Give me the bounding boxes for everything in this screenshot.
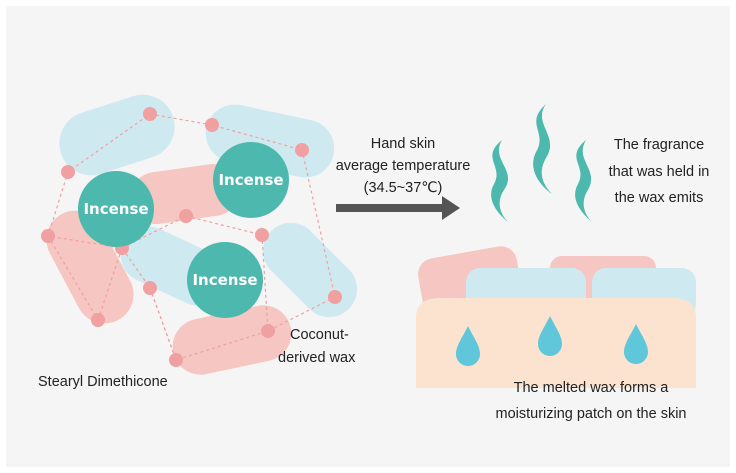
- fragrance-label-line1: The fragrance: [613, 137, 705, 153]
- water-drops: [456, 316, 648, 366]
- incense-molecules: Incense Incense Incense: [78, 142, 289, 318]
- stearyl-dimethicone-label: Stearyl Dimethicone: [38, 374, 168, 390]
- incense-circle: [213, 142, 289, 218]
- bond-node: [61, 165, 75, 179]
- water-drop-icon: [456, 326, 480, 366]
- temp-label-line3: (34.5~37℃): [363, 180, 443, 196]
- temp-label-line2: average temperature: [335, 158, 471, 174]
- coconut-wax-label-line2: derived wax: [278, 350, 356, 366]
- fragrance-label-line3: the wax emits: [614, 190, 704, 206]
- bond-line: [47, 235, 99, 321]
- bond-node: [255, 228, 269, 242]
- coconut-wax-label-line1: Coconut-: [290, 327, 349, 343]
- wax-on-skin: [416, 246, 696, 388]
- bond-node: [328, 290, 342, 304]
- bond-line: [261, 234, 269, 332]
- incense-circle: [78, 171, 154, 247]
- bond-node: [143, 281, 157, 295]
- bond-line: [149, 287, 177, 361]
- wax-capsule-pink: [172, 305, 292, 375]
- incense-label: Incense: [192, 271, 257, 289]
- incense-label: Incense: [218, 171, 283, 189]
- wax-capsule-pink: [130, 163, 240, 225]
- incense-label: Incense: [83, 200, 148, 218]
- bond-line: [97, 247, 123, 321]
- molecular-bonds: [47, 113, 336, 361]
- bond-node: [261, 324, 275, 338]
- bond-node: [91, 313, 105, 327]
- bond-node: [41, 229, 55, 243]
- patch-label-line2: moisturizing patch on the skin: [495, 406, 687, 422]
- temp-label-line1: Hand skin: [370, 136, 436, 152]
- bond-node: [205, 118, 219, 132]
- bond-node: [169, 353, 183, 367]
- bond-node: [143, 107, 157, 121]
- right-arrow-icon: [336, 196, 460, 220]
- patch-label-line1: The melted wax forms a: [513, 380, 669, 396]
- wax-capsule-pink: [46, 210, 134, 324]
- fragrance-label-line2: that was held in: [608, 164, 710, 180]
- bond-node: [179, 209, 193, 223]
- bond-node: [295, 143, 309, 157]
- water-drop-icon: [538, 316, 562, 356]
- bond-line: [185, 215, 263, 236]
- water-drop-icon: [624, 324, 648, 364]
- incense-circle: [187, 242, 263, 318]
- steam-wave-icon: [491, 104, 592, 222]
